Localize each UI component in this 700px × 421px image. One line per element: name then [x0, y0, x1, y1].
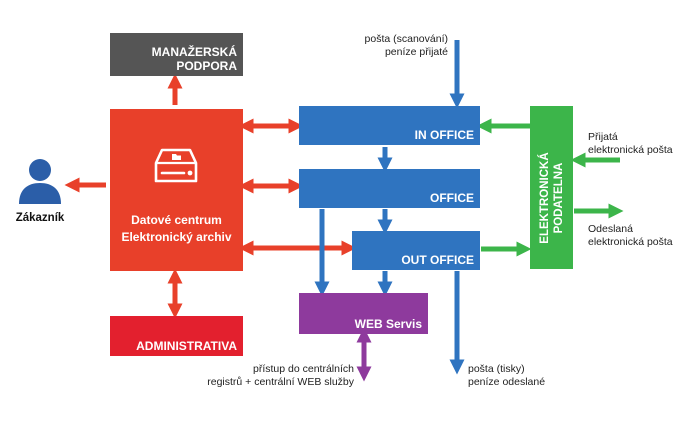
person-icon: [19, 159, 61, 204]
web-servis-box: WEB Servis: [299, 293, 428, 334]
electronic-filing-box: ELEKTRONICKÁ PODATELNA: [530, 106, 573, 269]
datacenter-line2: Elektronický archiv: [121, 230, 232, 244]
in-office-box: IN OFFICE: [299, 106, 480, 145]
note-post-in-line2: peníze přijaté: [384, 46, 448, 58]
datacenter-line1: Datové centrum: [131, 213, 222, 227]
out-office-box: OUT OFFICE: [352, 231, 480, 270]
office-label: OFFICE: [430, 191, 474, 205]
web-servis-label: WEB Servis: [354, 317, 422, 331]
note-post-out: pošta (tisky) peníze odeslané: [468, 363, 545, 389]
management-support-box: MANAŽERSKÁ PODPORA: [110, 33, 243, 76]
data-center-box: Datové centrum Elektronický archiv: [110, 109, 243, 271]
management-line1: MANAŽERSKÁ: [151, 45, 237, 59]
note-post-in: pošta (scanování) peníze přijaté: [365, 33, 448, 59]
administration-box: ADMINISTRATIVA: [110, 316, 243, 356]
note-registry-line1: přístup do centrálních: [253, 363, 354, 375]
note-post-out-line1: pošta (tisky): [468, 363, 525, 375]
customer: Zákazník: [10, 150, 70, 230]
server-icon: [154, 148, 198, 183]
customer-label: Zákazník: [15, 212, 65, 224]
administration-label: ADMINISTRATIVA: [136, 339, 237, 353]
note-email-in: Přijatá elektronická pošta: [588, 131, 673, 157]
note-email-out-line1: Odeslaná: [588, 223, 633, 235]
note-email-out: Odeslaná elektronická pošta: [588, 223, 673, 249]
out-office-label: OUT OFFICE: [401, 253, 474, 267]
note-email-in-line2: elektronická pošta: [588, 144, 673, 156]
note-email-out-line2: elektronická pošta: [588, 236, 673, 248]
note-registry-line2: registrů + centrální WEB služby: [207, 376, 354, 388]
in-office-label: IN OFFICE: [414, 128, 474, 142]
note-post-out-line2: peníze odeslané: [468, 376, 546, 388]
podatelna-line2: PODATELNA: [552, 162, 565, 234]
note-registry: přístup do centrálních registrů + centrá…: [207, 363, 354, 389]
note-post-in-line1: pošta (scanování): [364, 33, 448, 45]
office-box: OFFICE: [299, 169, 480, 208]
podatelna-line1: ELEKTRONICKÁ: [538, 152, 551, 244]
note-email-in-line1: Přijatá: [588, 131, 618, 143]
management-line2: PODPORA: [176, 59, 237, 73]
